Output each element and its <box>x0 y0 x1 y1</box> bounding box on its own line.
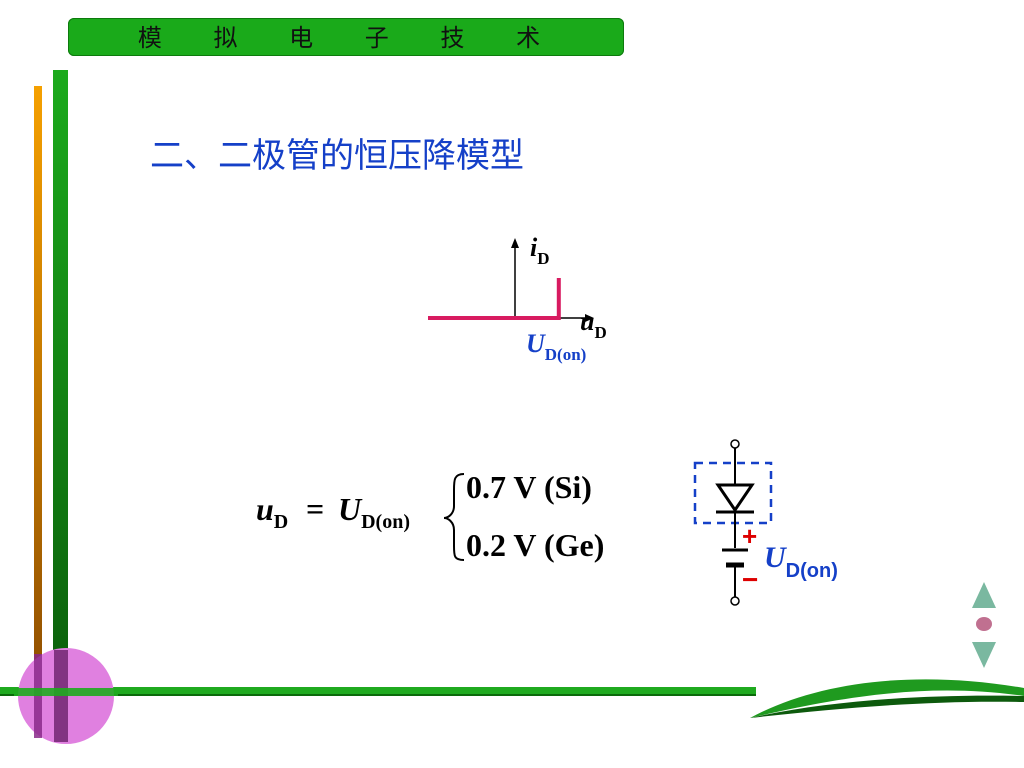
nav-up-button[interactable] <box>968 580 1000 610</box>
triangle-down-icon <box>972 642 996 668</box>
nav-down-button[interactable] <box>968 638 1000 670</box>
top-terminal <box>730 439 740 449</box>
plus-sign: + <box>742 521 757 551</box>
circuit-voltage-label: UD(on) <box>764 541 838 582</box>
bottom-rule <box>0 687 756 696</box>
iv-chart: iD uD UD(on) <box>428 233 607 364</box>
header-bar: 模 拟 电 子 技 术 <box>68 18 624 56</box>
left-decoration <box>34 70 68 730</box>
bottom-terminal <box>730 596 740 606</box>
diode-triangle-icon <box>715 483 755 513</box>
formula-case-ge: 0.2 V (Ge) <box>466 527 604 563</box>
green-stripe <box>53 70 68 730</box>
dot-icon <box>976 617 992 631</box>
y-axis-arrow-icon <box>511 238 519 248</box>
orange-stripe <box>34 86 42 726</box>
threshold-label: UD(on) <box>526 329 586 364</box>
diode-highlight-box <box>693 461 773 525</box>
formula-rhs: UD(on) <box>338 491 410 533</box>
formula-case-si: 0.7 V (Si) <box>466 469 592 505</box>
x-axis-label: uD <box>580 307 607 342</box>
iv-curve <box>428 278 561 320</box>
green-swoosh <box>750 679 1024 718</box>
header-title: 模 拟 电 子 技 术 <box>137 24 563 52</box>
x-axis-arrow-icon <box>585 314 594 322</box>
slide-title: 二、二极管的恒压降模型 <box>150 136 524 176</box>
y-axis-label: iD <box>530 233 550 268</box>
formula: uD = UD(on) 0.7 V (Si) 0.2 V (Ge) <box>256 469 604 563</box>
diode-model-circuit: + − UD(on) <box>693 439 838 606</box>
nav-dot-button[interactable] <box>972 614 996 634</box>
formula-lhs: uD <box>256 491 288 533</box>
triangle-up-icon <box>972 582 996 608</box>
formula-brace <box>443 473 465 561</box>
formula-equals: = <box>306 491 324 527</box>
corner-emblem <box>14 648 118 744</box>
minus-sign: − <box>742 564 758 595</box>
